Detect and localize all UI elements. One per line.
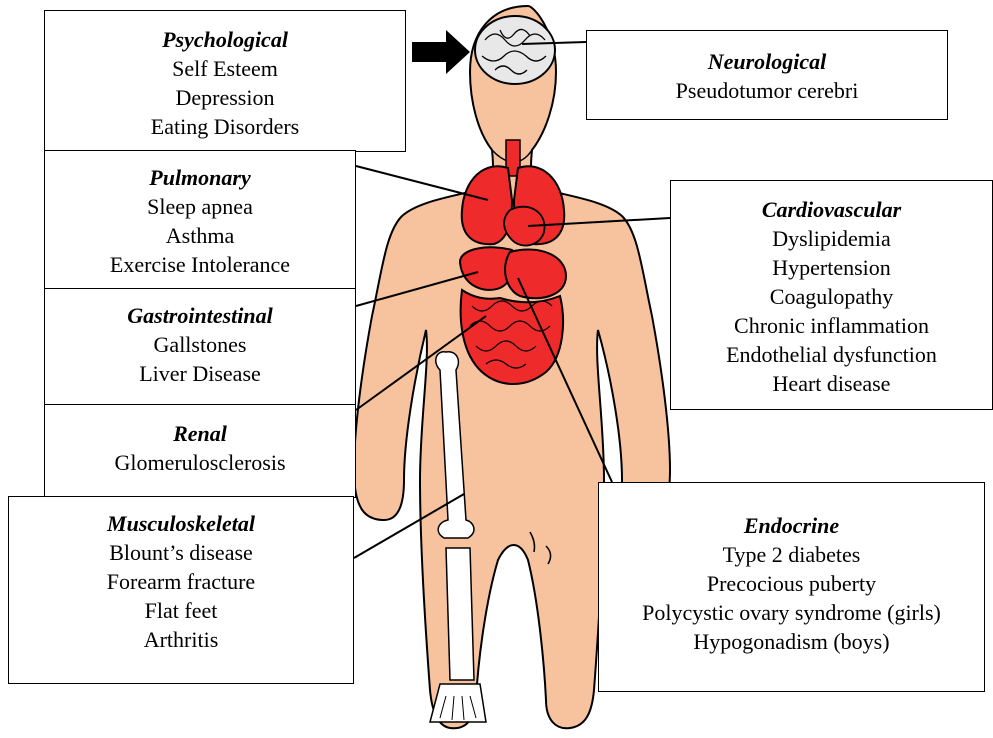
arrow-icon: [412, 30, 470, 74]
left-lung: [462, 166, 512, 244]
gastrointestinal-title: Gastrointestinal: [45, 301, 355, 330]
cardiovascular-item: Hypertension: [671, 253, 992, 282]
pulmonary-item: Sleep apnea: [45, 192, 355, 221]
renal-item: Glomerulosclerosis: [45, 448, 355, 477]
endocrine-item: Precocious puberty: [599, 569, 984, 598]
psychological-box: Psychological Self Esteem Depression Eat…: [44, 10, 406, 152]
tibia-bone: [446, 548, 474, 680]
endocrine-item: Polycystic ovary syndrome (girls): [599, 598, 984, 627]
cardiovascular-item: Heart disease: [671, 369, 992, 398]
gastrointestinal-item: Liver Disease: [45, 359, 355, 388]
psychological-item: Self Esteem: [45, 54, 405, 83]
cardiovascular-box: Cardiovascular Dyslipidemia Hypertension…: [670, 180, 993, 410]
psychological-item: Eating Disorders: [45, 112, 405, 141]
cardiovascular-title: Cardiovascular: [671, 195, 992, 224]
musculoskeletal-item: Flat feet: [9, 596, 353, 625]
brain: [475, 16, 555, 84]
musculoskeletal-box: Musculoskeletal Blount’s disease Forearm…: [8, 496, 354, 684]
neurological-title: Neurological: [587, 47, 947, 76]
neurological-box: Neurological Pseudotumor cerebri: [586, 30, 948, 120]
musculoskeletal-item: Forearm fracture: [9, 567, 353, 596]
pulmonary-item: Exercise Intolerance: [45, 250, 355, 279]
psychological-item: Depression: [45, 83, 405, 112]
musculoskeletal-item: Arthritis: [9, 625, 353, 654]
endocrine-title: Endocrine: [599, 511, 984, 540]
renal-title: Renal: [45, 419, 355, 448]
pulmonary-box: Pulmonary Sleep apnea Asthma Exercise In…: [44, 150, 356, 290]
cardiovascular-item: Endothelial dysfunction: [671, 340, 992, 369]
pulmonary-item: Asthma: [45, 221, 355, 250]
musculoskeletal-item: Blount’s disease: [9, 538, 353, 567]
endocrine-item: Type 2 diabetes: [599, 540, 984, 569]
pulmonary-title: Pulmonary: [45, 163, 355, 192]
endocrine-box: Endocrine Type 2 diabetes Precocious pub…: [598, 482, 985, 692]
psychological-title: Psychological: [45, 25, 405, 54]
neurological-item: Pseudotumor cerebri: [587, 76, 947, 105]
musculoskeletal-title: Musculoskeletal: [9, 509, 353, 538]
foot-bones: [430, 684, 486, 722]
endocrine-item: Hypogonadism (boys): [599, 627, 984, 656]
gastrointestinal-item: Gallstones: [45, 330, 355, 359]
cardiovascular-item: Chronic inflammation: [671, 311, 992, 340]
gastrointestinal-box: Gastrointestinal Gallstones Liver Diseas…: [44, 288, 356, 406]
stomach: [505, 249, 566, 298]
cardiovascular-item: Dyslipidemia: [671, 224, 992, 253]
renal-box: Renal Glomerulosclerosis: [44, 404, 356, 498]
cardiovascular-item: Coagulopathy: [671, 282, 992, 311]
